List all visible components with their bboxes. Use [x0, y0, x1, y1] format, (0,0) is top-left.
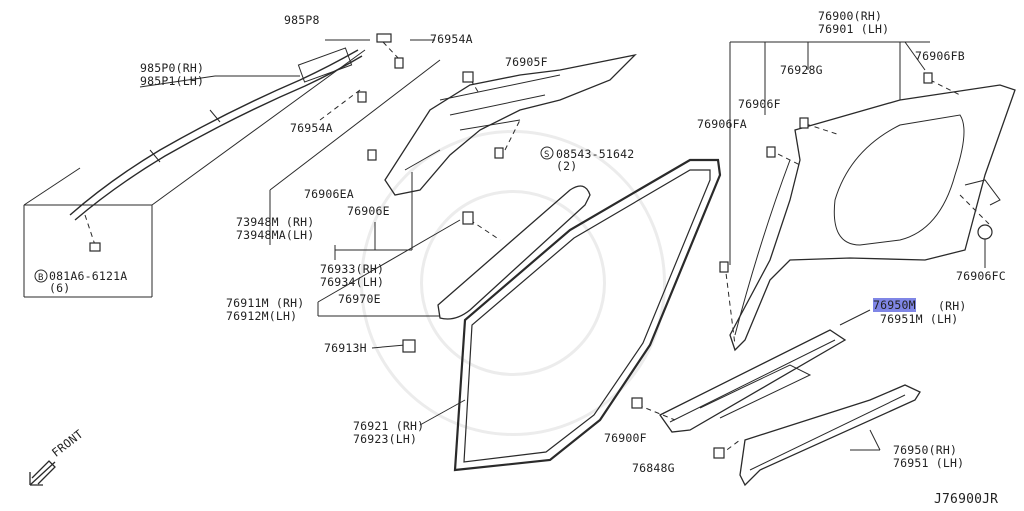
- label-76921: 76921 (RH): [353, 419, 425, 433]
- label-brackets: [269, 39, 986, 451]
- label-985P8: 985P8: [284, 13, 320, 27]
- rear-side-trim: [729, 84, 1016, 352]
- bracket-985P0: [23, 49, 366, 298]
- label-76848G: 76848G: [632, 461, 675, 475]
- pillar-trim-upper: [384, 53, 637, 196]
- label-76911M: 76911M (RH): [226, 296, 305, 310]
- label-985P1: 985P1(LH): [140, 74, 205, 88]
- label-76906FA: 76906FA: [697, 117, 747, 131]
- label-081A6: 081A6-6121A: [49, 269, 128, 283]
- front-arrow-icon: [29, 460, 56, 486]
- label-73948MA: 73948MA(LH): [236, 228, 315, 242]
- door-weatherstrip: [453, 158, 722, 472]
- clips: [89, 33, 993, 459]
- kicking-plate: [659, 329, 847, 433]
- screw-s-letter: S: [544, 150, 549, 160]
- label-76900: 76900(RH): [818, 9, 883, 23]
- label-76923: 76923(LH): [353, 432, 418, 446]
- watermark-emblem: [360, 130, 666, 436]
- label-76954A-top: 76954A: [430, 32, 473, 46]
- label-76900F: 76900F: [604, 431, 647, 445]
- label-76913H: 76913H: [324, 341, 367, 355]
- label-76906FC: 76906FC: [956, 269, 1006, 283]
- label-76950M-side: (RH): [938, 299, 967, 313]
- label-76906E: 76906E: [347, 204, 390, 218]
- label-76950: 76950(RH): [893, 443, 958, 457]
- label-76951M: 76951M (LH): [880, 312, 959, 326]
- label-76912M: 76912M(LH): [226, 309, 298, 323]
- label-76906FB: 76906FB: [915, 49, 965, 63]
- label-08543-qty: (2): [556, 159, 578, 173]
- watermark-emblem-inner: [420, 190, 606, 376]
- label-76951: 76951 (LH): [893, 456, 965, 470]
- label-73948M: 73948M (RH): [236, 215, 315, 229]
- label-76905F: 76905F: [505, 55, 548, 69]
- label-76950M-highlighted[interactable]: 76950M: [873, 298, 916, 312]
- label-985P0: 985P0(RH): [140, 61, 205, 75]
- curtain-airbag: [69, 47, 363, 221]
- label-08543: 08543-51642: [556, 147, 635, 161]
- bolt-b-letter: B: [38, 273, 43, 283]
- label-76906F: 76906F: [738, 97, 781, 111]
- label-76906EA: 76906EA: [304, 187, 354, 201]
- sill-trim: [739, 384, 921, 487]
- label-76901: 76901 (LH): [818, 22, 890, 36]
- screw-s-icon: [540, 146, 554, 160]
- diagram-code: J76900JR: [934, 492, 999, 507]
- bolt-b-icon: [34, 269, 48, 283]
- label-76934: 76934(LH): [320, 275, 385, 289]
- label-76928G: 76928G: [780, 63, 823, 77]
- pillar-garnish: [437, 185, 591, 320]
- label-76970E: 76970E: [338, 292, 381, 306]
- label-76954A-mid: 76954A: [290, 121, 333, 135]
- label-76933: 76933(RH): [320, 262, 385, 276]
- label-081A6-qty: (6): [49, 281, 71, 295]
